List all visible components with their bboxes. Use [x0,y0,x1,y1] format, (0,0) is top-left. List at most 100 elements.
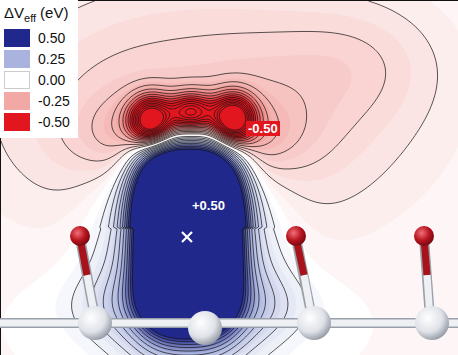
contour-line [127,146,250,344]
cross-mark [182,232,192,242]
legend-swatch [4,29,30,47]
value-label: +0.50 [190,198,227,213]
white-atom [297,306,331,340]
contour-line [130,149,246,339]
legend-heading: (eV) [40,4,68,21]
cross-stroke [182,232,192,242]
bond [424,238,430,318]
bond [0,318,458,328]
legend-heading: ΔV [4,4,24,21]
bond [296,238,312,318]
legend-row: -0.50 [4,111,70,132]
field-band [125,145,252,348]
contour-line [125,145,252,348]
legend-swatch [4,71,30,89]
bond [80,238,95,318]
cross-stroke [182,232,192,242]
field-band [129,149,247,341]
legend-row: 0.25 [4,48,70,69]
white-atom [78,306,112,340]
bond-row [0,323,458,324]
field-band [127,147,248,343]
white-atom [415,306,449,340]
sticks [80,238,430,318]
atoms [70,226,449,345]
field-band [130,149,246,339]
contour-line [128,148,247,342]
legend-row: -0.25 [4,90,70,111]
legend-swatch [4,92,30,110]
legend-swatch [4,113,30,131]
field-band [128,148,247,342]
legend: ΔVeff (eV) 0.50 0.25 0.00 -0.25 -0.50 [0,0,78,138]
legend-row: 0.00 [4,69,70,90]
legend-label: -0.50 [38,114,70,130]
field-band [127,146,250,344]
white-atom [188,311,222,345]
legend-title: ΔVeff (eV) [4,4,70,24]
legend-label: 0.25 [38,51,65,67]
value-label: -0.50 [246,121,280,136]
red-atom [70,226,90,246]
legend-label: -0.25 [38,93,70,109]
field-band [126,146,251,346]
red-atom [286,226,306,246]
legend-label: 0.50 [38,30,65,46]
legend-swatch [4,50,30,68]
legend-row: 0.50 [4,27,70,48]
bond [0,320,458,327]
red-atom [414,226,434,246]
legend-label: 0.00 [38,72,65,88]
legend-heading: eff [24,12,36,24]
